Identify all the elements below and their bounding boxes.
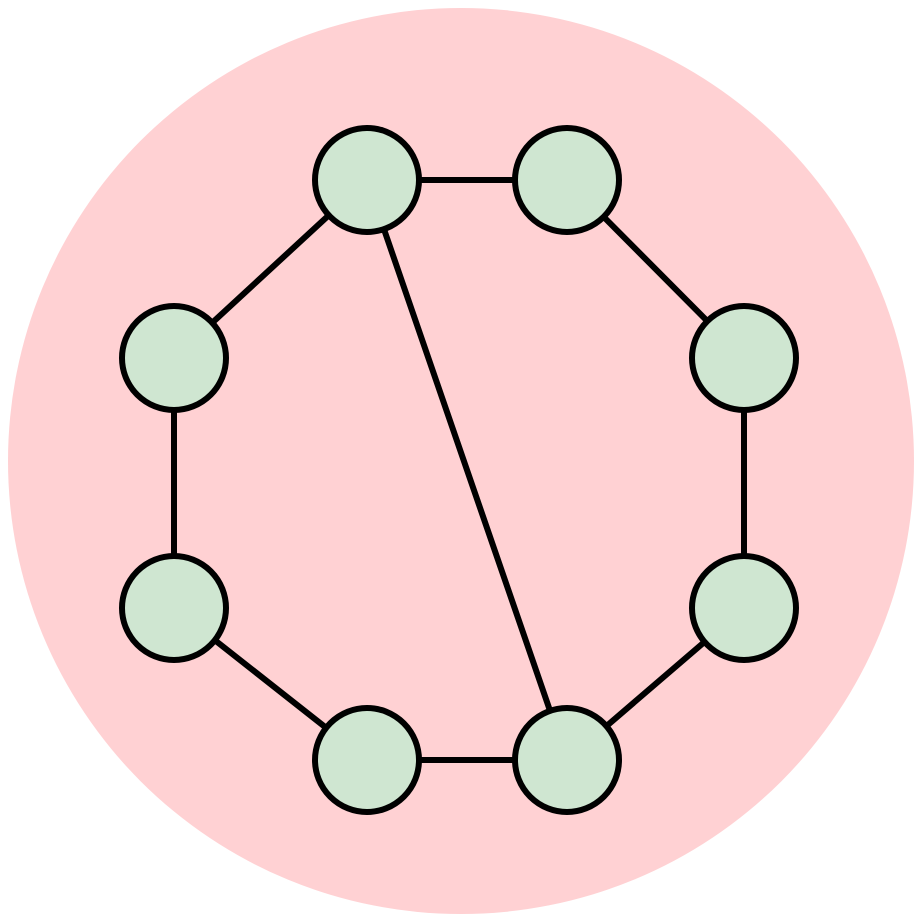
node-bottom-right bbox=[512, 705, 622, 815]
node-left-lower bbox=[119, 553, 229, 663]
node-left-upper bbox=[119, 303, 229, 413]
nodes-layer bbox=[119, 125, 799, 815]
node-right-upper bbox=[689, 303, 799, 413]
node-bottom-left bbox=[312, 705, 422, 815]
edge-n1-n5 bbox=[364, 177, 570, 763]
node-top-left bbox=[312, 125, 422, 235]
node-top-right bbox=[512, 125, 622, 235]
node-right-lower bbox=[689, 553, 799, 663]
